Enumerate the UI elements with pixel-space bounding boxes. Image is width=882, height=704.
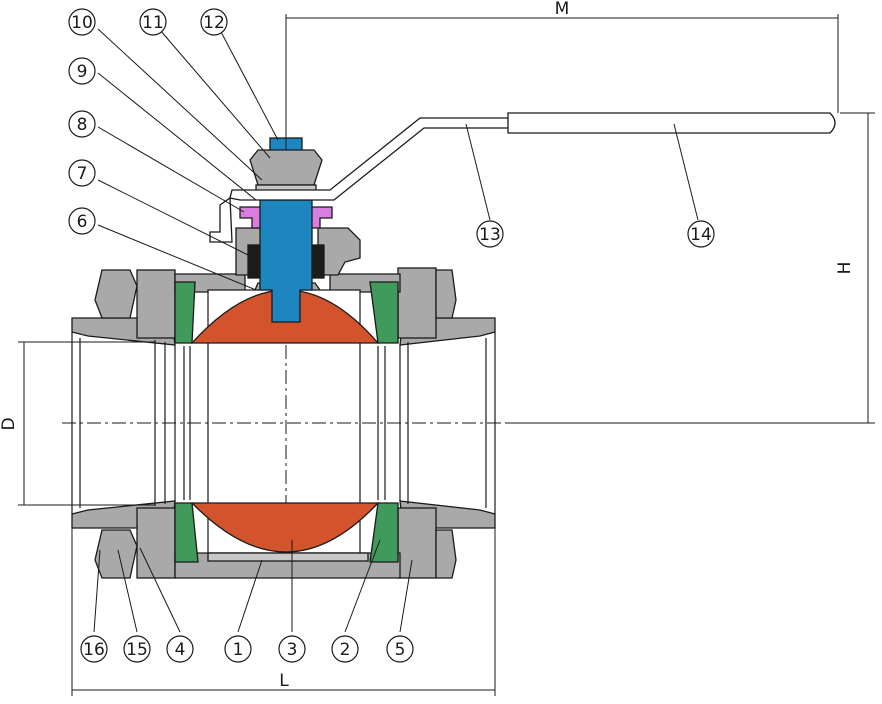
svg-text:11: 11 [142, 13, 164, 33]
callout-6: 6 [68, 207, 96, 235]
nuts [94, 149, 457, 579]
handle-left-tab [209, 196, 233, 243]
callout-2: 2 [331, 635, 359, 663]
callout-9: 9 [68, 57, 96, 85]
svg-text:15: 15 [126, 640, 148, 660]
right-flange-bottom [397, 507, 437, 579]
right-seat-top [369, 281, 399, 344]
right-seat-bottom [369, 502, 399, 563]
callout-16: 16 [80, 635, 108, 663]
svg-text:6: 6 [77, 212, 88, 232]
handle-sleeve [507, 112, 836, 134]
left-bolt-head-bottom [94, 529, 138, 579]
svg-text:13: 13 [479, 225, 501, 245]
dimension-L: L [279, 671, 289, 691]
ball [190, 289, 380, 553]
svg-text:9: 9 [77, 62, 88, 82]
svg-text:12: 12 [203, 13, 225, 33]
svg-text:1: 1 [233, 640, 244, 660]
dimension-M: M [555, 0, 570, 19]
callout-4: 4 [166, 635, 194, 663]
right-bolt-head-bottom [435, 529, 457, 579]
svg-text:16: 16 [83, 640, 105, 660]
left-seat-bottom [174, 502, 199, 563]
svg-text:8: 8 [77, 115, 88, 135]
stem-assembly [239, 137, 333, 323]
dimension-lines [18, 14, 875, 696]
callout-10: 10 [68, 8, 96, 36]
right-bolt-head-top [435, 269, 457, 319]
seats [174, 281, 399, 563]
svg-text:3: 3 [287, 640, 298, 660]
callout-12: 12 [200, 8, 228, 36]
callout-15: 15 [123, 635, 151, 663]
end-caps [71, 267, 496, 579]
callout-13: 13 [476, 220, 504, 248]
callout-3: 3 [278, 635, 306, 663]
left-bolt-head-top [94, 269, 138, 319]
dimension-D: D [0, 417, 19, 430]
svg-text:5: 5 [395, 640, 406, 660]
stem-nut [249, 149, 323, 186]
leader-lines [93, 28, 699, 633]
body-bottom-inner [207, 552, 369, 562]
callout-5: 5 [386, 635, 414, 663]
callout-8: 8 [68, 110, 96, 138]
svg-text:14: 14 [690, 225, 712, 245]
left-flange-top [136, 269, 176, 339]
lever-handle [209, 112, 836, 243]
svg-text:4: 4 [175, 640, 186, 660]
ball-bottom [190, 502, 380, 553]
stem [259, 199, 313, 323]
callout-14: 14 [687, 220, 715, 248]
callout-1: 1 [224, 635, 252, 663]
svg-text:7: 7 [77, 164, 88, 184]
right-flange-top [397, 267, 437, 339]
left-seat-top [174, 281, 196, 344]
svg-text:2: 2 [340, 640, 351, 660]
left-flange-bottom [136, 507, 176, 579]
callouts: 10 11 12 9 8 7 6 13 14 16 15 4 1 3 2 5 [68, 8, 715, 663]
svg-text:10: 10 [71, 13, 93, 33]
callout-7: 7 [68, 159, 96, 187]
callout-11: 11 [139, 8, 167, 36]
dimension-H: H [835, 262, 855, 275]
